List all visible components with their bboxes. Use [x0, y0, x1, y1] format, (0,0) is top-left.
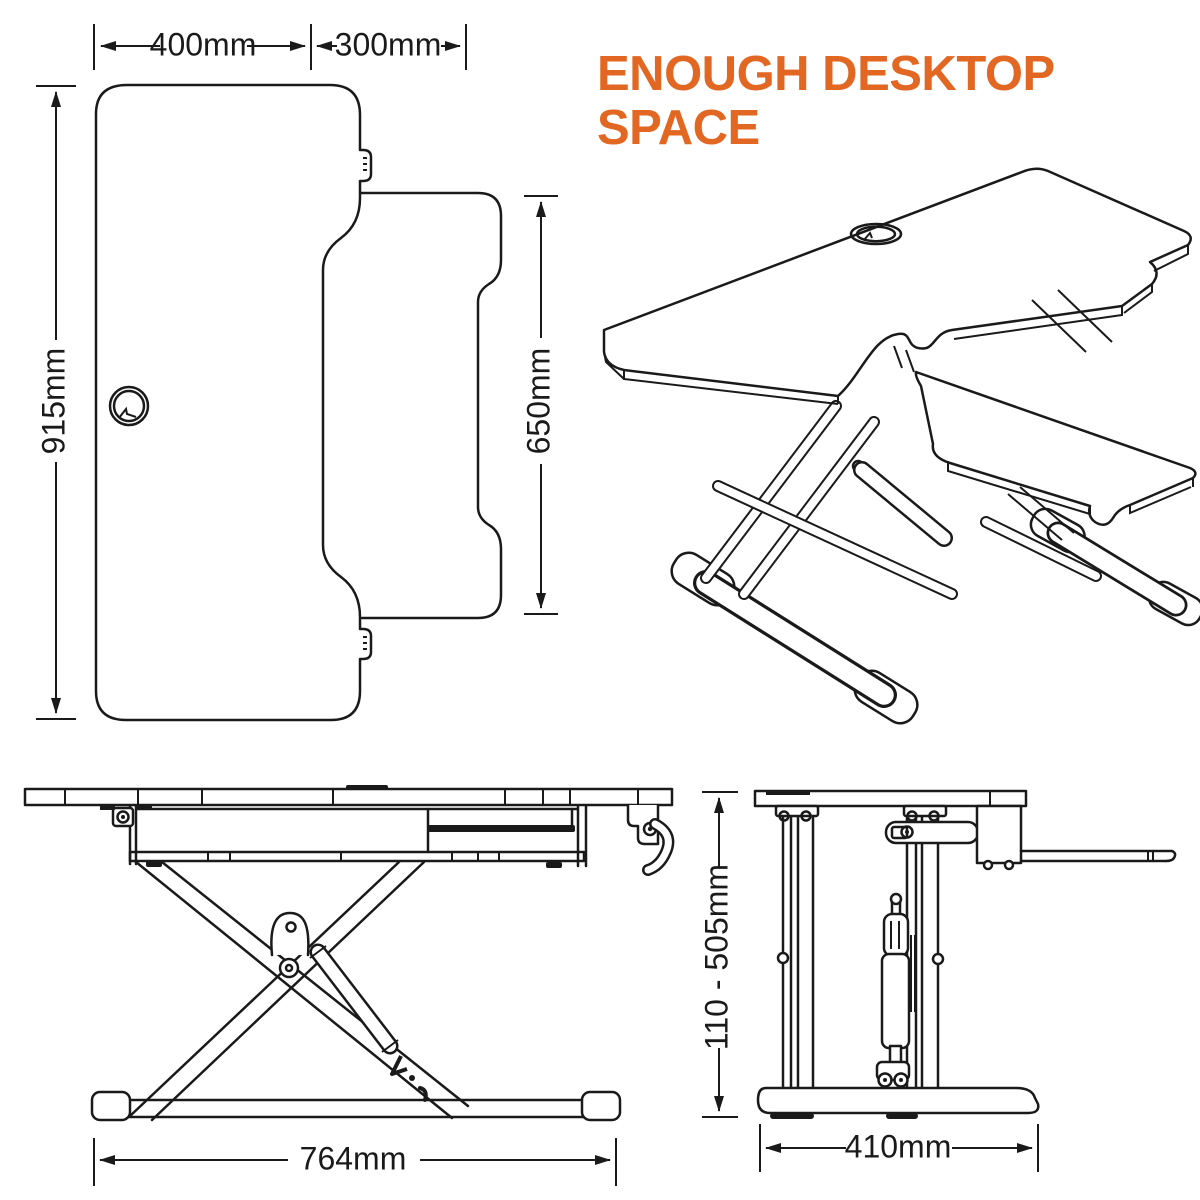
dim-desk-length: 915mm: [35, 85, 76, 720]
clip-tab-marks: [363, 157, 367, 650]
left-foot-front: [90, 1090, 132, 1122]
grommet-3d-icon: [849, 222, 903, 246]
release-handle-front: [626, 803, 675, 876]
pivot-bump-left: [776, 951, 790, 965]
scissor-legs-front: [128, 860, 470, 1122]
tray-arm-side: [1019, 849, 1177, 863]
tray-support-3d: [893, 345, 915, 373]
desktop-edge-thickness-3d: [603, 245, 1189, 405]
grommet-icon: [108, 385, 150, 427]
desktop-surface-3d: [602, 167, 1192, 398]
tray-bracket-side: [884, 820, 980, 845]
desktop-slab-side: [753, 789, 1028, 808]
pivot-bump-right: [931, 952, 945, 966]
dim-label-tray-width: 300mm: [335, 26, 442, 62]
dim-top-widths: 400mm 300mm: [93, 24, 467, 70]
tier-brace-lines-3d: [1031, 289, 1113, 353]
dim-base-depth: 410mm: [759, 1124, 1039, 1172]
dim-label-tray-length: 650mm: [520, 348, 556, 455]
tray-outline-top-view: [358, 191, 503, 620]
tray-surface-3d: [914, 370, 1197, 526]
base-side: [756, 1086, 1040, 1115]
dim-base-width: 764mm: [93, 1138, 617, 1186]
hinge-bracket-front: [111, 806, 135, 828]
gas-cylinder-side: [875, 892, 911, 1088]
guide-plate-side: [910, 935, 916, 1012]
tray-housing-side: [975, 804, 1023, 871]
page-title-line1: ENOUGH DESKTOP: [597, 47, 1055, 101]
dim-tray-length: 650mm: [520, 195, 558, 615]
dim-label-base-depth: 410mm: [845, 1128, 952, 1164]
desktop-outline-top-view: [94, 83, 373, 722]
upper-frame-front: [128, 804, 588, 868]
dim-label-base-width: 764mm: [300, 1140, 407, 1176]
perspective-view: [602, 167, 1200, 725]
tray-slab-front: [428, 825, 575, 832]
front-view: 764mm: [23, 785, 675, 1186]
dim-label-desk-length: 915mm: [35, 348, 71, 455]
side-view: 110 - 505mm 410mm: [698, 789, 1177, 1172]
scissor-legs-3d: [700, 400, 1102, 600]
page-title: ENOUGH DESKTOP SPACE: [597, 47, 1157, 155]
hinge-hardware-side: [774, 804, 948, 822]
page-title-line2: SPACE: [597, 101, 760, 155]
dim-height-range: 110 - 505mm: [698, 791, 738, 1118]
desktop-slab-front: [23, 785, 674, 810]
top-view: 400mm 300mm 915mm 650mm: [35, 24, 558, 722]
right-foot-front: [580, 1090, 622, 1122]
gas-spring-front: [309, 943, 428, 1102]
dim-label-desk-width: 400mm: [150, 26, 257, 62]
center-pivot-front: [270, 911, 310, 979]
base-rail-front: [126, 1098, 586, 1119]
tray-edge-thickness-3d: [947, 463, 1194, 515]
dim-label-height-range: 110 - 505mm: [698, 864, 734, 1050]
